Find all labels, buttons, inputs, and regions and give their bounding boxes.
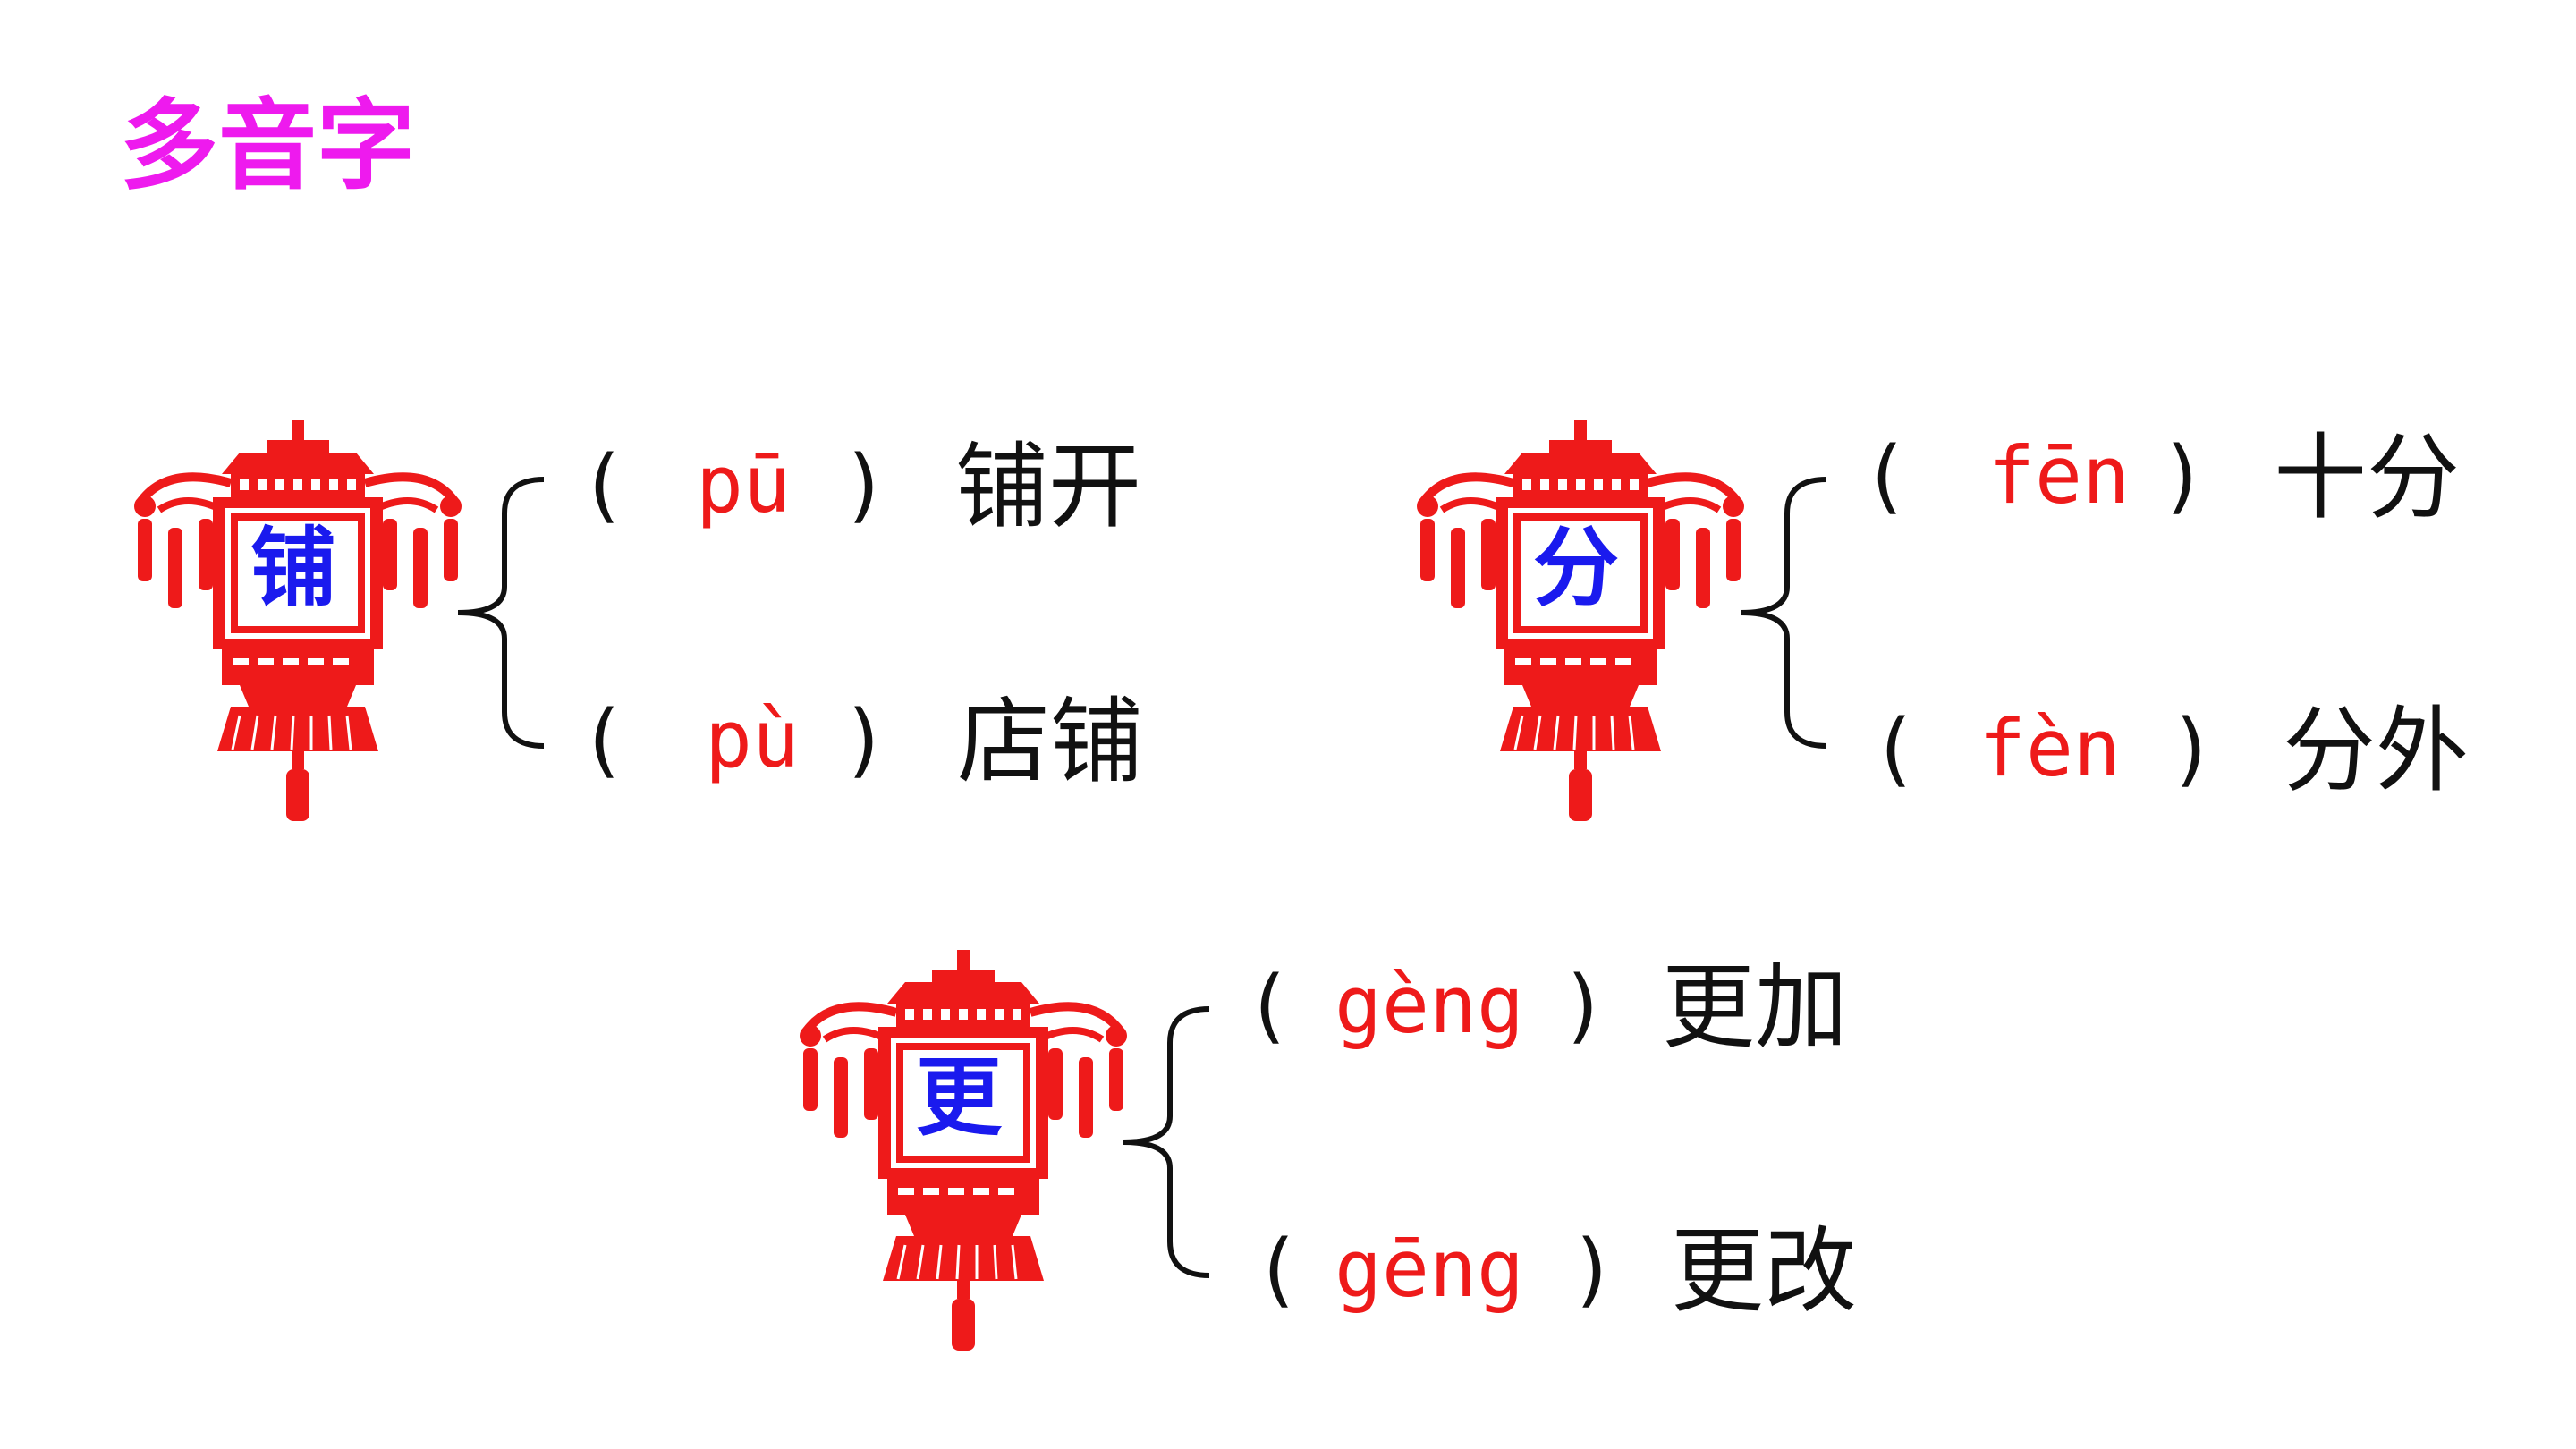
brace-icon — [457, 477, 545, 749]
example-word: 更改 — [1671, 1216, 1858, 1326]
brace — [445, 474, 553, 751]
brace — [1728, 474, 1835, 751]
example-word: 店铺 — [957, 687, 1144, 796]
brace — [1111, 1004, 1218, 1281]
example-word: 铺开 — [955, 432, 1142, 541]
brace-icon — [1123, 1006, 1210, 1278]
lantern: 分 — [1415, 420, 1746, 823]
pinyin-answer: pū — [696, 438, 791, 530]
example-word: 更加 — [1662, 953, 1849, 1062]
paren-close: ) — [848, 693, 880, 787]
reading-row: ( gèng ) 更加 — [1254, 959, 1970, 1075]
lantern-character: 铺 — [250, 518, 336, 618]
reading-row: ( fēn ) 十分 — [1871, 429, 2576, 546]
polyphone-group-pu: 铺 ( pū ) 铺开 ( pù ) 店铺 — [132, 420, 1295, 832]
page-title: 多音字 — [120, 89, 415, 203]
paren-open: ( — [589, 693, 621, 787]
pinyin-answer: gēng — [1335, 1223, 1524, 1315]
pinyin-answer: fèn — [1979, 702, 2121, 794]
example-word: 十分 — [2274, 423, 2461, 532]
lantern-character: 分 — [1533, 518, 1619, 618]
paren-open: ( — [1263, 1223, 1295, 1317]
lantern-character: 更 — [916, 1047, 1002, 1148]
reading-row: ( fèn ) 分外 — [1871, 702, 2576, 818]
example-word: 分外 — [2283, 696, 2470, 805]
polyphone-group-fen: 分 ( fēn ) 十分 ( fèn ) 分外 — [1415, 420, 2576, 832]
reading-row: ( pū ) 铺开 — [589, 438, 1304, 555]
pinyin-answer: fēn — [1987, 429, 2130, 521]
paren-close: ) — [848, 438, 880, 532]
reading-row: ( pù ) 店铺 — [589, 693, 1304, 809]
paren-close: ) — [1576, 1223, 1608, 1317]
lantern: 更 — [798, 950, 1129, 1352]
paren-close: ) — [1567, 959, 1599, 1053]
lantern-icon — [134, 420, 462, 821]
reading-row: ( gēng ) 更改 — [1254, 1223, 1970, 1339]
pinyin-answer: pù — [705, 693, 800, 785]
paren-open: ( — [589, 438, 621, 532]
paren-open: ( — [1871, 429, 1903, 523]
lantern: 铺 — [132, 420, 463, 823]
paren-close: ) — [2166, 429, 2199, 523]
lantern-icon — [1417, 420, 1744, 821]
polyphone-group-geng: 更 ( gèng ) 更加 ( gēng ) 更改 — [798, 950, 1961, 1361]
brace-icon — [1740, 477, 1827, 749]
paren-close: ) — [2175, 702, 2207, 796]
paren-open: ( — [1880, 702, 1912, 796]
paren-open: ( — [1254, 959, 1286, 1053]
pinyin-answer: gèng — [1335, 959, 1524, 1051]
lantern-icon — [800, 950, 1127, 1351]
